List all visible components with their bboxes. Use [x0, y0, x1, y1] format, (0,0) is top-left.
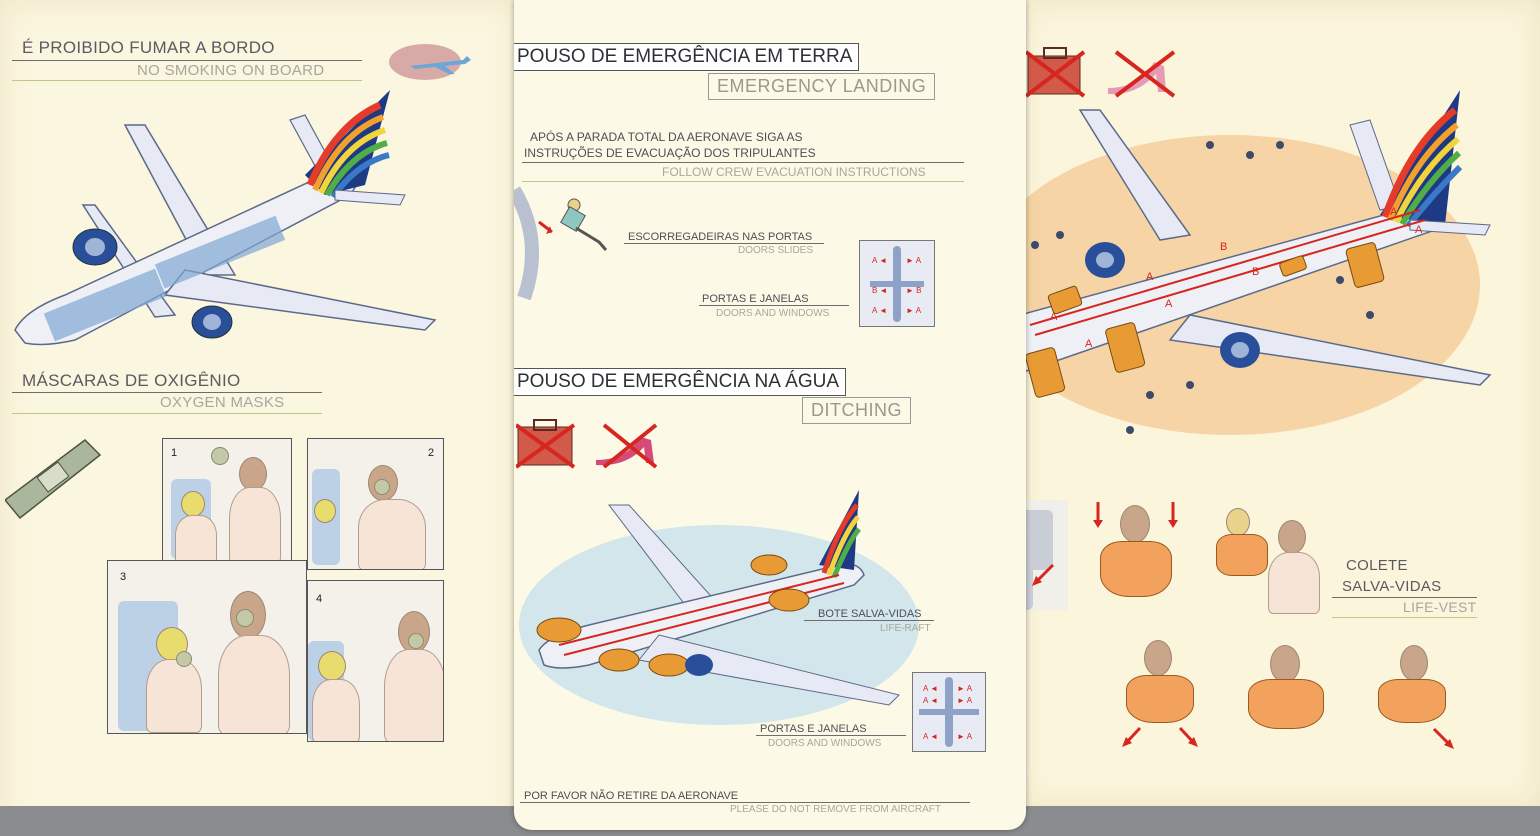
oxygen-subtitle: OXYGEN MASKS [160, 394, 285, 411]
exits-diagram: A ◄ ► A B ◄ ► B A ◄ ► A [859, 240, 935, 327]
ditching-title: POUSO DE EMERGÊNCIA NA ÁGUA [514, 368, 847, 396]
divider [522, 162, 964, 163]
divider [1332, 617, 1477, 618]
divider [12, 392, 322, 393]
no-smoking-title: É PROIBIDO FUMAR A BORDO [22, 38, 275, 57]
slides-subtitle: DOORS SLIDES [738, 245, 814, 256]
divider [522, 181, 964, 182]
left-panel: É PROIBIDO FUMAR A BORDO NO SMOKING ON B… [0, 0, 518, 836]
emergency-landing-title: POUSO DE EMERGÊNCIA EM TERRA [514, 43, 860, 71]
svg-text:B: B [1220, 241, 1227, 253]
divider [520, 802, 970, 803]
right-panel: A A B B A A A A [1020, 0, 1540, 806]
doors-windows-subtitle-2: DOORS AND WINDOWS [768, 738, 882, 749]
lifevest-step-5 [1230, 635, 1340, 760]
doors-windows-label-2: PORTAS E JANELAS [760, 723, 867, 735]
divider [756, 735, 906, 736]
divider [12, 60, 362, 61]
svg-text:A: A [1085, 338, 1093, 350]
instructions-line-1: APÓS A PARADA TOTAL DA AERONAVE SIGA AS [530, 130, 803, 144]
lifevest-title-line-2: SALVA-VIDAS [1342, 578, 1442, 595]
footer-notice: POR FAVOR NÃO RETIRE DA AERONAVE [524, 790, 739, 802]
oxygen-title: MÁSCARAS DE OXIGÊNIO [22, 371, 241, 390]
divider [1332, 597, 1477, 598]
svg-text:► A: ► A [906, 256, 922, 265]
land-evacuation-illustration: A A B B A A A A [1020, 90, 1492, 435]
lifevest-title-line-1: COLETE [1346, 557, 1408, 574]
lifevest-step-2 [1080, 495, 1190, 613]
svg-text:► A: ► A [957, 696, 973, 705]
seat-belt-icon [5, 439, 102, 520]
svg-text:► B: ► B [906, 286, 921, 295]
divider [804, 620, 934, 621]
oxygen-step-3: 3 [107, 560, 307, 734]
emergency-landing-subtitle: EMERGENCY LANDING [708, 73, 936, 100]
instructions-subtitle: FOLLOW CREW EVACUATION INSTRUCTIONS [662, 165, 926, 179]
airplane-logo-icon [389, 44, 471, 80]
svg-text:A: A [1146, 271, 1154, 283]
svg-text:A: A [1390, 206, 1398, 218]
ditching-subtitle: DITCHING [802, 397, 911, 424]
slide-evacuation-illustration [514, 186, 608, 300]
lifevest-step-3 [1212, 498, 1320, 614]
lifevest-step-6 [1360, 635, 1460, 760]
doors-windows-subtitle: DOORS AND WINDOWS [716, 308, 830, 319]
divider [624, 243, 824, 244]
divider [699, 305, 849, 306]
middle-panel: POUSO DE EMERGÊNCIA EM TERRA EMERGENCY L… [514, 0, 1026, 830]
divider [12, 80, 362, 81]
no-baggage-no-heels-icon [516, 419, 658, 469]
svg-text:► A: ► A [906, 306, 922, 315]
svg-text:A: A [1415, 224, 1423, 236]
svg-text:► A: ► A [957, 684, 973, 693]
svg-text:A ◄: A ◄ [923, 684, 938, 693]
life-raft-label: BOTE SALVA-VIDAS [818, 608, 922, 620]
svg-text:► A: ► A [957, 732, 973, 741]
svg-text:A ◄: A ◄ [872, 256, 887, 265]
svg-text:A: A [1050, 311, 1058, 323]
svg-text:A: A [1165, 298, 1173, 310]
ditching-plane-illustration [519, 490, 919, 725]
oxygen-step-2: 2 [307, 438, 444, 570]
instructions-line-2: INSTRUÇÕES DE EVACUAÇÃO DOS TRIPULANTES [524, 146, 816, 160]
oxygen-step-1: 1 [162, 438, 292, 564]
lifevest-step-4 [1120, 635, 1200, 755]
lifevest-step-1 [1020, 500, 1068, 610]
lifevest-subtitle: LIFE-VEST [1403, 599, 1477, 615]
footer-notice-subtitle: PLEASE DO NOT REMOVE FROM AIRCRAFT [730, 804, 941, 815]
oxygen-step-4: 4 [307, 580, 444, 742]
airplane-cabin-illustration [14, 90, 437, 346]
slides-label: ESCORREGADEIRAS NAS PORTAS [628, 231, 813, 243]
svg-text:A ◄: A ◄ [923, 732, 938, 741]
doors-windows-label: PORTAS E JANELAS [702, 293, 809, 305]
no-smoking-subtitle: NO SMOKING ON BOARD [137, 62, 325, 79]
svg-text:B: B [1252, 266, 1259, 278]
divider [12, 413, 322, 414]
svg-text:A ◄: A ◄ [872, 306, 887, 315]
svg-text:A ◄: A ◄ [923, 696, 938, 705]
svg-text:B ◄: B ◄ [872, 286, 887, 295]
no-baggage-no-heels-icon [1024, 47, 1176, 98]
life-raft-subtitle: LIFE-RAFT [880, 623, 931, 634]
exits-diagram-2: A ◄ ► A A ◄ ► A A ◄ ► A [912, 672, 986, 752]
